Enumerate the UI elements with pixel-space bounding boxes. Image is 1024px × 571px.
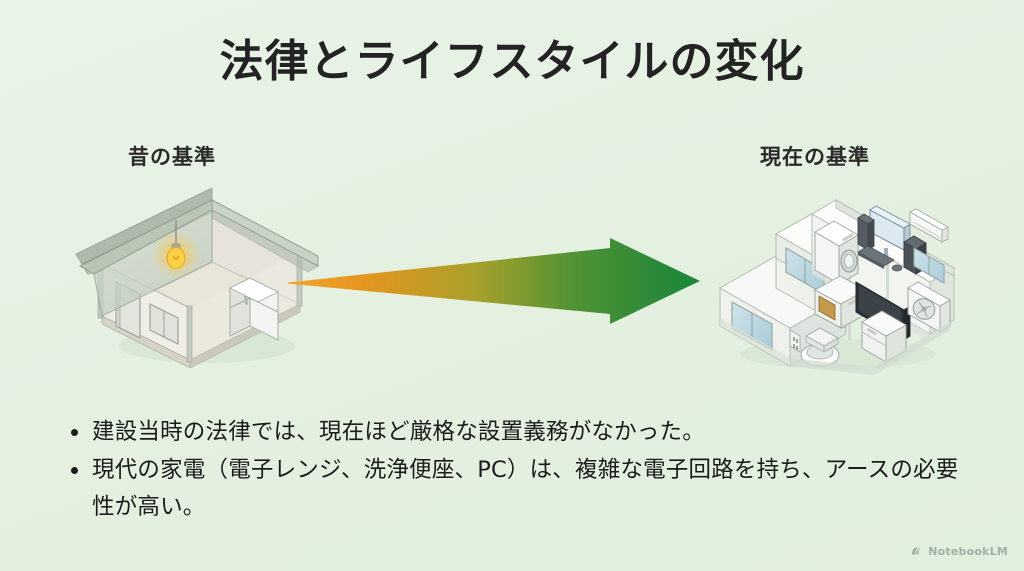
transition-arrow bbox=[288, 238, 700, 328]
right-window-icon bbox=[913, 247, 945, 284]
light-bulb-icon bbox=[152, 220, 200, 279]
washing-machine-icon bbox=[814, 220, 859, 285]
notebooklm-watermark: NotebookLM bbox=[911, 542, 1008, 561]
modern-house-illustration bbox=[698, 170, 960, 379]
page-title: 法律とライフスタイルの変化 bbox=[219, 36, 805, 87]
old-house-illustration bbox=[72, 178, 322, 372]
power-outlet-icon bbox=[789, 329, 801, 353]
air-conditioner-indoor-unit-icon bbox=[909, 208, 949, 243]
watermark-label: NotebookLM bbox=[928, 545, 1008, 558]
refrigerator-icon bbox=[229, 277, 279, 341]
list-item: 現代の家電（電子レンジ、洗浄便座、PC）は、複雑な電子回路を持ち、アースの必要性… bbox=[62, 452, 972, 525]
right-panel-caption: 現在の基準 bbox=[760, 145, 870, 169]
notebooklm-logo-icon bbox=[911, 542, 923, 561]
list-item: 建設当時の法律では、現在ほど厳格な設置義務がなかった。 bbox=[62, 414, 972, 450]
left-panel-caption: 昔の基準 bbox=[128, 145, 216, 169]
desktop-pc-icon bbox=[857, 205, 927, 275]
air-conditioner-outdoor-unit-icon bbox=[907, 281, 951, 333]
bullet-list: 建設当時の法律では、現在ほど厳格な設置義務がなかった。 現代の家電（電子レンジ、… bbox=[62, 414, 972, 527]
